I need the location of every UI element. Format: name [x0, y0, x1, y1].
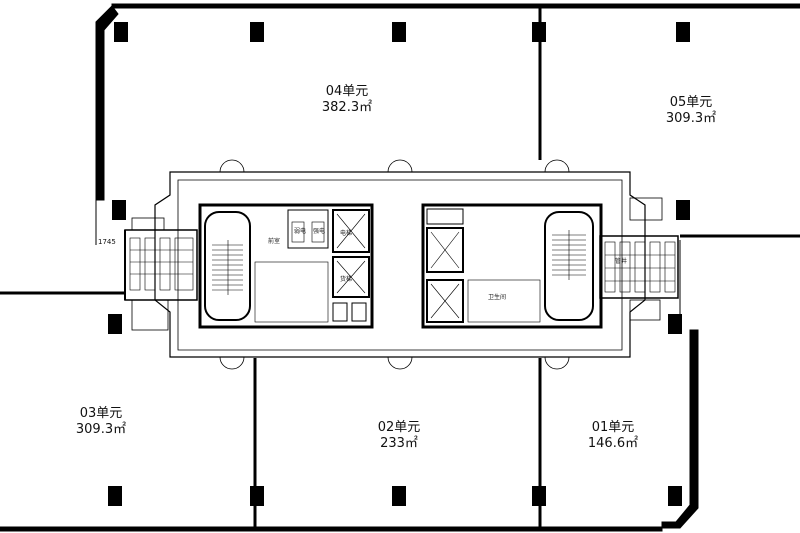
core-label-6: 管井	[615, 258, 628, 265]
unit-label-03: 03单元 309.3㎡	[46, 406, 156, 438]
unit-label-01: 01单元 146.6㎡	[558, 420, 668, 452]
left-elevator-1	[332, 209, 370, 253]
left-core	[198, 203, 374, 329]
bottom-wall	[0, 526, 663, 532]
right-stair	[544, 211, 594, 321]
dimension-label: 1745	[98, 238, 116, 246]
unit-label-04: 04单元 382.3㎡	[292, 84, 402, 116]
unit-area: 309.3㎡	[75, 422, 127, 437]
columns	[108, 22, 690, 506]
unit-label-05: 05单元 309.3㎡	[636, 95, 746, 127]
left-upper-wall	[95, 5, 119, 201]
unit-area: 146.6㎡	[587, 436, 639, 451]
core-label-1: 电梯	[340, 230, 353, 237]
corridor-doors	[219, 159, 570, 370]
left-shaft	[124, 229, 198, 301]
right-lower-wall	[661, 329, 699, 529]
unit-name: 03单元	[79, 406, 123, 421]
right-core	[421, 203, 603, 329]
top-wall	[111, 3, 800, 9]
unit-area: 382.3㎡	[321, 100, 373, 115]
right-shaft	[599, 235, 679, 299]
left-elevator-2	[332, 256, 370, 298]
unit-label-02: 02单元 233㎡	[344, 420, 454, 452]
unit-area: 233㎡	[380, 436, 418, 451]
right-elevator-1	[426, 227, 464, 273]
core-label-4: 强电	[313, 228, 326, 235]
left-stair	[204, 211, 251, 321]
core-label-3: 弱电	[294, 228, 307, 235]
core-label-5: 卫生间	[488, 294, 507, 301]
core-label-0: 前室	[268, 238, 281, 245]
unit-area: 309.3㎡	[665, 111, 717, 126]
unit-name: 01单元	[591, 420, 635, 435]
core-label-2: 货梯	[340, 276, 353, 283]
unit-name: 04单元	[325, 84, 369, 99]
right-elevator-2	[426, 279, 464, 323]
unit-name: 05单元	[669, 95, 713, 110]
unit-name: 02单元	[377, 420, 421, 435]
corridor-outline	[154, 171, 646, 358]
